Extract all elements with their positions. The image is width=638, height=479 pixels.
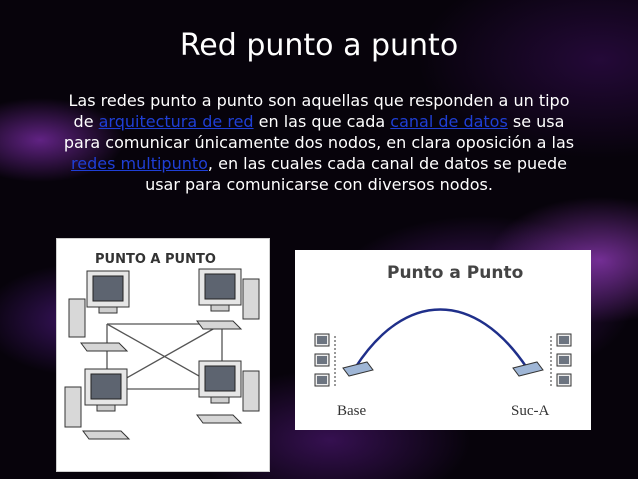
hub-icon (512, 361, 544, 377)
computer-icon (64, 368, 131, 440)
link-canal-de-datos[interactable]: canal de datos (390, 112, 508, 131)
site-base: Base (314, 333, 374, 419)
computer-icon (314, 353, 330, 367)
slide-title: Red punto a punto (179, 28, 459, 63)
mesh-network-illustration: PUNTO A PUNTO (64, 252, 260, 440)
link-redes-multipunto[interactable]: redes multipunto (71, 154, 208, 173)
paragraph-text-2: en las que cada (253, 112, 391, 131)
site-label-base: Base (337, 403, 367, 419)
link-arquitectura-de-red[interactable]: arquitectura de red (98, 112, 254, 131)
hub-icon (342, 361, 374, 377)
computer-icon (314, 373, 330, 387)
computer-icon (556, 373, 572, 387)
point-to-point-diagram-left: PUNTO A PUNTO (56, 238, 270, 472)
diagram-right-title: Punto a Punto (387, 263, 523, 283)
site-link-illustration: Punto a Punto Base (314, 263, 572, 419)
point-to-point-diagram-right: Punto a Punto Base (295, 250, 591, 430)
computer-icon (196, 360, 260, 424)
paragraph-text-1: Las redes punto a punto son aquellas que… (68, 91, 570, 131)
point-to-point-link (353, 308, 529, 369)
computer-icon (556, 353, 572, 367)
slide-paragraph: Las redes punto a punto son aquellas que… (60, 90, 578, 195)
paragraph-text-4: , en las cuales cada canal de datos se p… (145, 154, 567, 194)
paragraph-text-3: se usa para comunicar únicamente dos nod… (63, 112, 575, 152)
computer-icon (314, 333, 330, 347)
site-suc-a: Suc-A (511, 333, 572, 419)
computer-icon (196, 268, 260, 330)
diagram-left-label: PUNTO A PUNTO (95, 252, 216, 267)
computer-icon (68, 270, 130, 352)
computer-icon (556, 333, 572, 347)
site-label-suc-a: Suc-A (511, 403, 549, 419)
